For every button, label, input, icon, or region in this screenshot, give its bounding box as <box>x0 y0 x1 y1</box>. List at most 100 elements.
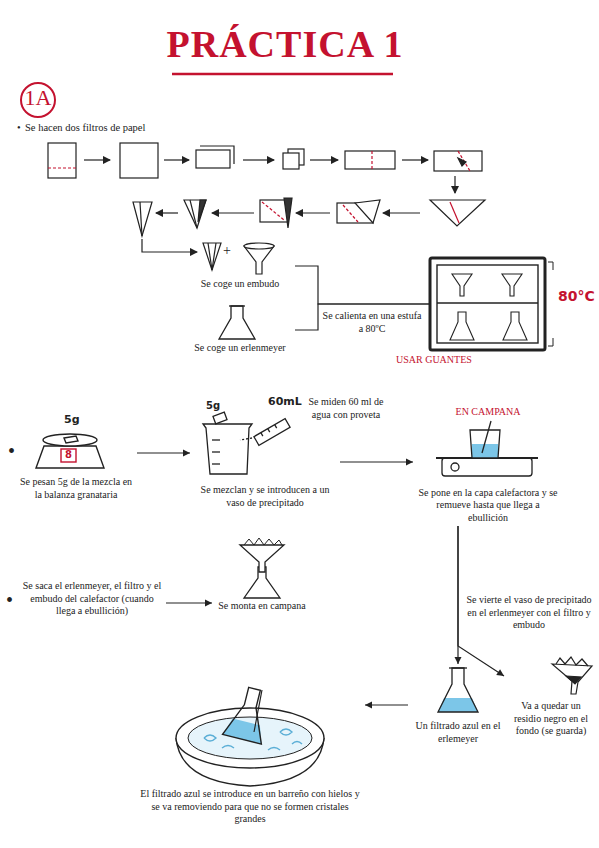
fold-arrows <box>383 212 420 213</box>
funnel-on-flask-drawing <box>244 538 282 545</box>
arrow-head <box>205 600 212 607</box>
step-circle <box>21 83 55 117</box>
filter-and-funnel <box>203 243 274 274</box>
step-node: Se saca el erlenmeyer, el filtro y el em… <box>18 580 166 620</box>
oven-drawing <box>502 274 522 296</box>
step-node: EN CAMPANASe pone en la capa calefactora… <box>413 404 563 526</box>
step-caption: Se coge un embudo <box>188 278 292 291</box>
oven-drawing <box>450 312 474 340</box>
step-node: Va a quedar un residio negro en el fondo… <box>504 658 598 740</box>
step-node: Se pesan 5g de la mezcla en la balanza g… <box>15 412 137 503</box>
step-node: Un filtrado azul en el erlemeyer <box>408 664 508 747</box>
step-caption: El filtrado azul se introduce en un barr… <box>138 788 362 826</box>
step-node: Se mezclan y se introducen a un vaso de … <box>190 404 340 511</box>
oven-drawing <box>437 265 538 343</box>
step-circle <box>21 83 55 117</box>
fold-sequence <box>48 167 76 168</box>
connector <box>365 702 408 709</box>
ice-basin <box>280 729 292 735</box>
fold-sequence <box>262 202 284 220</box>
fold-sequence <box>48 143 76 178</box>
step-caption: Se mezclan y se introducen a un vaso de … <box>193 484 337 509</box>
filter-and-funnel <box>212 243 216 270</box>
beaker-drawing <box>261 433 263 436</box>
fold-sequence <box>196 150 230 168</box>
fold-sequence <box>120 143 158 178</box>
erlenmeyer-drawing <box>219 306 255 339</box>
connector-line <box>137 452 190 453</box>
fold-sequence <box>458 158 466 166</box>
blue-filtrate-flask <box>438 668 478 712</box>
hot-plate-drawing <box>472 444 498 458</box>
step-caption: Un filtrado azul en el erlemeyer <box>411 720 505 745</box>
ice-basin <box>222 746 234 749</box>
beaker-drawing <box>212 439 220 440</box>
step-note: Se miden 60 ml de agua con proveta <box>308 396 384 421</box>
hot-plate-drawing <box>451 463 459 471</box>
step-caption: 80°C <box>558 288 595 306</box>
arrow-head <box>496 669 504 676</box>
connector <box>340 459 413 466</box>
fold-arrows <box>84 159 110 160</box>
fold-sequence <box>184 200 206 228</box>
fold-arrows <box>84 160 455 252</box>
hot-plate-drawing <box>442 458 532 476</box>
page-title: PRÁCTICA 1 <box>130 24 440 66</box>
bullet: • <box>6 590 13 610</box>
fold-sequence <box>48 143 485 236</box>
fold-sequence <box>450 202 459 223</box>
residue-funnel <box>552 657 592 694</box>
step-caption: Se monta en campana <box>215 600 309 613</box>
step-caption: EN CAMPANA <box>416 406 560 419</box>
residue-funnel <box>566 676 581 684</box>
beaker-drawing <box>254 419 290 446</box>
bullet: • <box>17 121 21 134</box>
step-node: Se coge un erlenmeyer <box>185 300 295 357</box>
ice-basin <box>223 684 274 744</box>
filter-and-funnel <box>203 243 221 270</box>
oven-drawing <box>548 262 553 270</box>
arrow-head <box>406 459 413 466</box>
ice-basin <box>223 684 274 744</box>
step-node: Se coge un embudo <box>185 240 295 293</box>
blue-filtrate-flask <box>438 668 478 712</box>
fold-sequence <box>133 202 152 236</box>
ice-basin <box>176 708 324 768</box>
beaker-drawing <box>275 425 277 428</box>
fold-sequence <box>434 151 482 171</box>
filter-and-funnel <box>208 243 212 270</box>
plus-sign: + <box>223 242 231 260</box>
connector <box>295 266 430 304</box>
step-number: 1A <box>21 87 55 109</box>
hot-plate-drawing <box>482 421 491 453</box>
fold-sequence <box>355 200 380 223</box>
connector <box>166 600 212 607</box>
ice-basin <box>188 717 312 759</box>
connector-line <box>340 461 413 462</box>
fold-arrows <box>164 159 189 160</box>
ice-basin <box>292 742 302 745</box>
step-node: El filtrado azul se introduce en un barr… <box>135 672 365 828</box>
fold-sequence <box>190 200 197 228</box>
residue-funnel <box>552 664 592 694</box>
connector-line <box>295 266 430 304</box>
beaker-drawing <box>240 438 252 440</box>
ice-basin <box>204 735 216 741</box>
step-caption: Se pesan 5g de la mezcla en la balanza g… <box>18 476 134 501</box>
volume-label: 60mL <box>268 395 302 409</box>
beaker-drawing <box>254 419 290 446</box>
fold-sequence <box>371 151 372 169</box>
funnel-on-flask-drawing <box>240 545 284 572</box>
fold-sequence <box>458 151 470 171</box>
residue-funnel <box>556 657 588 666</box>
beaker-drawing <box>268 429 270 432</box>
bullet: • <box>8 441 15 461</box>
funnel-on-flask-drawing <box>240 538 284 598</box>
step-caption: Se saca el erlenmeyer, el filtro y el em… <box>21 580 163 618</box>
fold-sequence <box>198 200 206 222</box>
filter-and-funnel <box>244 246 274 274</box>
mass-label: 5g <box>206 400 220 413</box>
fold-arrows <box>156 212 178 213</box>
balance-drawing <box>36 446 104 468</box>
